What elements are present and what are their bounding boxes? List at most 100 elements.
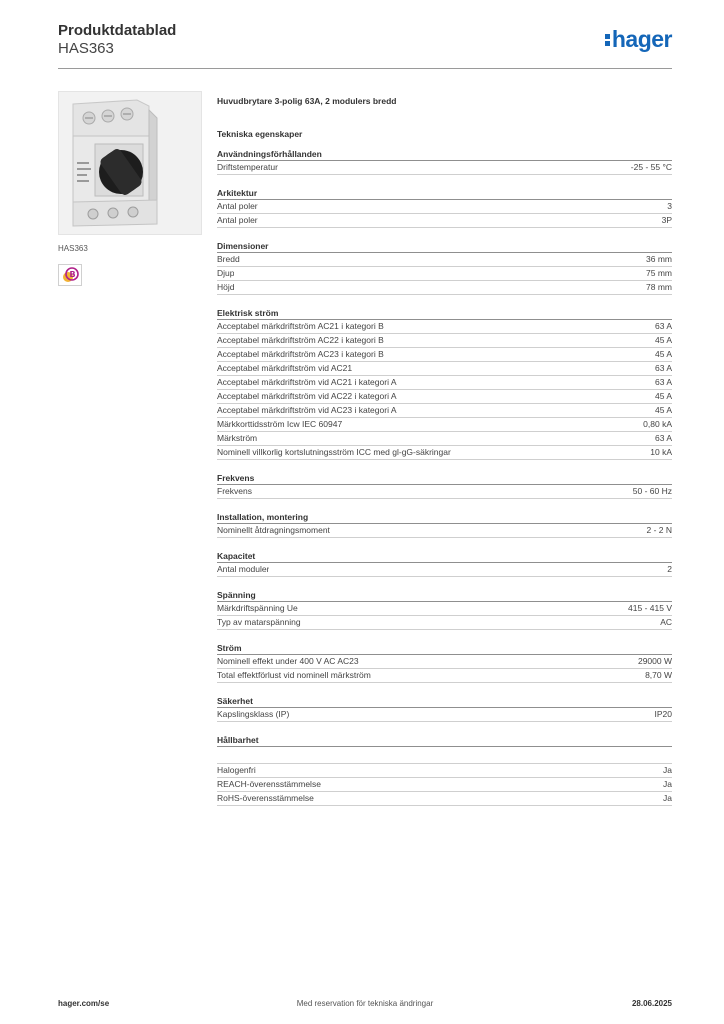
spec-row: Acceptabel märkdriftström AC22 i kategor… [217,334,672,348]
spec-label: RoHS-överensstämmelse [217,793,314,803]
spec-value: 8,70 W [645,670,672,680]
spec-label: Nominellt åtdragningsmoment [217,525,330,535]
spec-value: Ja [663,765,672,775]
spec-section-voltage: Spänning Märkdriftspänning Ue 415 - 415 V… [217,588,672,630]
footer-date: 28.06.2025 [631,999,672,1008]
spec-value: 63 A [654,363,672,373]
header-divider [58,68,672,69]
spec-value: Ja [663,779,672,789]
section-title: Användningsförhållanden [217,147,672,161]
product-code: HAS363 [58,40,114,57]
spec-value: 75 mm [646,268,672,278]
spec-value: 50 - 60 Hz [632,486,672,496]
section-title: Frekvens [217,471,672,485]
spec-value: Ja [663,793,672,803]
spec-label: Märkström [217,433,258,443]
spec-row: Total effektförlust vid nominell märkstr… [217,669,672,683]
spec-label: Acceptabel märkdriftström vid AC23 i kat… [217,405,397,415]
spec-value: 63 A [654,433,672,443]
spec-section-dimensions: Dimensioner Bredd 36 mm Djup 75 mm Höjd 78 … [217,239,672,295]
spec-label: Typ av matarspänning [217,617,301,627]
hager-logo: hager [604,26,673,52]
spec-label: Nominell effekt under 400 V AC AC23 [217,656,359,666]
spec-value: 0,80 kA [643,419,672,429]
spec-label: Antal poler [217,215,258,225]
spec-value: 45 A [654,335,672,345]
section-title: Spänning [217,588,672,602]
spec-row: Acceptabel märkdriftström AC21 i kategor… [217,320,672,334]
header: Produktdatablad HAS363 [58,22,176,58]
spec-row: Nominell effekt under 400 V AC AC23 29000… [217,655,672,669]
section-title: Installation, montering [217,510,672,524]
spec-label: Djup [217,268,235,278]
spec-row: Märkdriftspänning Ue 415 - 415 V [217,602,672,616]
spec-value: 3 [667,201,672,211]
product-image-caption: HAS363 [58,244,88,253]
spec-row: Märkström 63 A [217,432,672,446]
spec-row: Höjd 78 mm [217,281,672,295]
spec-value: 78 mm [646,282,672,292]
spec-section-safety: Säkerhet Kapslingsklass (IP)IP20 [217,694,672,722]
spec-label: Halogenfri [217,765,256,775]
spec-label: Acceptabel märkdriftström AC22 i kategor… [217,335,384,345]
spec-content: Huvudbrytare 3-polig 63A, 2 modulers bre… [217,95,672,806]
spec-label: Märkdriftspänning Ue [217,603,298,613]
spec-value: 36 mm [646,254,672,264]
spec-section-power: Ström Nominell effekt under 400 V AC AC2… [217,641,672,683]
spec-row: Bredd 36 mm [217,253,672,267]
spec-value: 10 kA [650,447,672,457]
spec-value: 45 A [654,405,672,415]
spec-row: Acceptabel märkdriftström vid AC22 i kat… [217,390,672,404]
spec-label: Antal poler [217,201,258,211]
spec-value: 2 [667,564,672,574]
section-title: Ström [217,641,672,655]
section-title: Kapacitet [217,549,672,563]
spec-label: Märkkorttidsström Icw IEC 60947 [217,419,343,429]
spec-row: Driftstemperatur-25 - 55 °C [217,161,672,175]
spec-row: RoHS-överensstämmelse Ja [217,792,672,806]
spec-label: Frekvens [217,486,252,496]
section-title: Säkerhet [217,694,672,708]
spec-value: -25 - 55 °C [630,162,672,172]
technical-specs-heading: Tekniska egenskaper [217,129,303,139]
spec-row: Acceptabel märkdriftström vid AC23 i kat… [217,404,672,418]
spec-row: Halogenfri Ja [217,764,672,778]
product-description: Huvudbrytare 3-polig 63A, 2 modulers bre… [217,96,397,106]
footer-disclaimer: Med reservation för tekniska ändringar [296,999,434,1008]
spec-label: Acceptabel märkdriftström vid AC22 i kat… [217,391,397,401]
spec-label: Höjd [217,282,235,292]
product-image [58,91,202,235]
spec-label: Bredd [217,254,240,264]
spec-label: Total effektförlust vid nominell märkstr… [217,670,371,680]
section-title: Elektrisk ström [217,306,672,320]
spec-label: Acceptabel märkdriftström vid AC21 i kat… [217,377,397,387]
spec-value: 63 A [654,377,672,387]
spec-row: Nominell villkorlig kortslutningsström I… [217,446,672,460]
spec-label: Kapslingsklass (IP) [217,709,290,719]
logo-text: hager [611,26,673,52]
spec-row: Kapslingsklass (IP)IP20 [217,708,672,722]
spec-row: Djup 75 mm [217,267,672,281]
spec-section-electrical-current: Elektrisk ström Acceptabel märkdriftströ… [217,306,672,460]
section-title: Dimensioner [217,239,672,253]
spec-value: 45 A [654,349,672,359]
spec-section-usage: Användningsförhållanden Driftstemperatur… [217,147,672,175]
switch-disconnector-illustration [59,92,201,234]
section-title: Arkitektur [217,186,672,200]
section-title: Hållbarhet [217,733,672,747]
footer: hager.com/se Med reservation för teknisk… [58,998,672,1010]
footer-website-link[interactable]: hager.com/se [58,999,110,1008]
recycle-b-icon: B [58,264,82,286]
spec-row: Märkkorttidsström Icw IEC 60947 0,80 kA [217,418,672,432]
spec-label: Nominell villkorlig kortslutningsström I… [217,447,451,457]
spec-value: 415 - 415 V [628,603,672,613]
spec-value: 29000 W [637,656,672,666]
